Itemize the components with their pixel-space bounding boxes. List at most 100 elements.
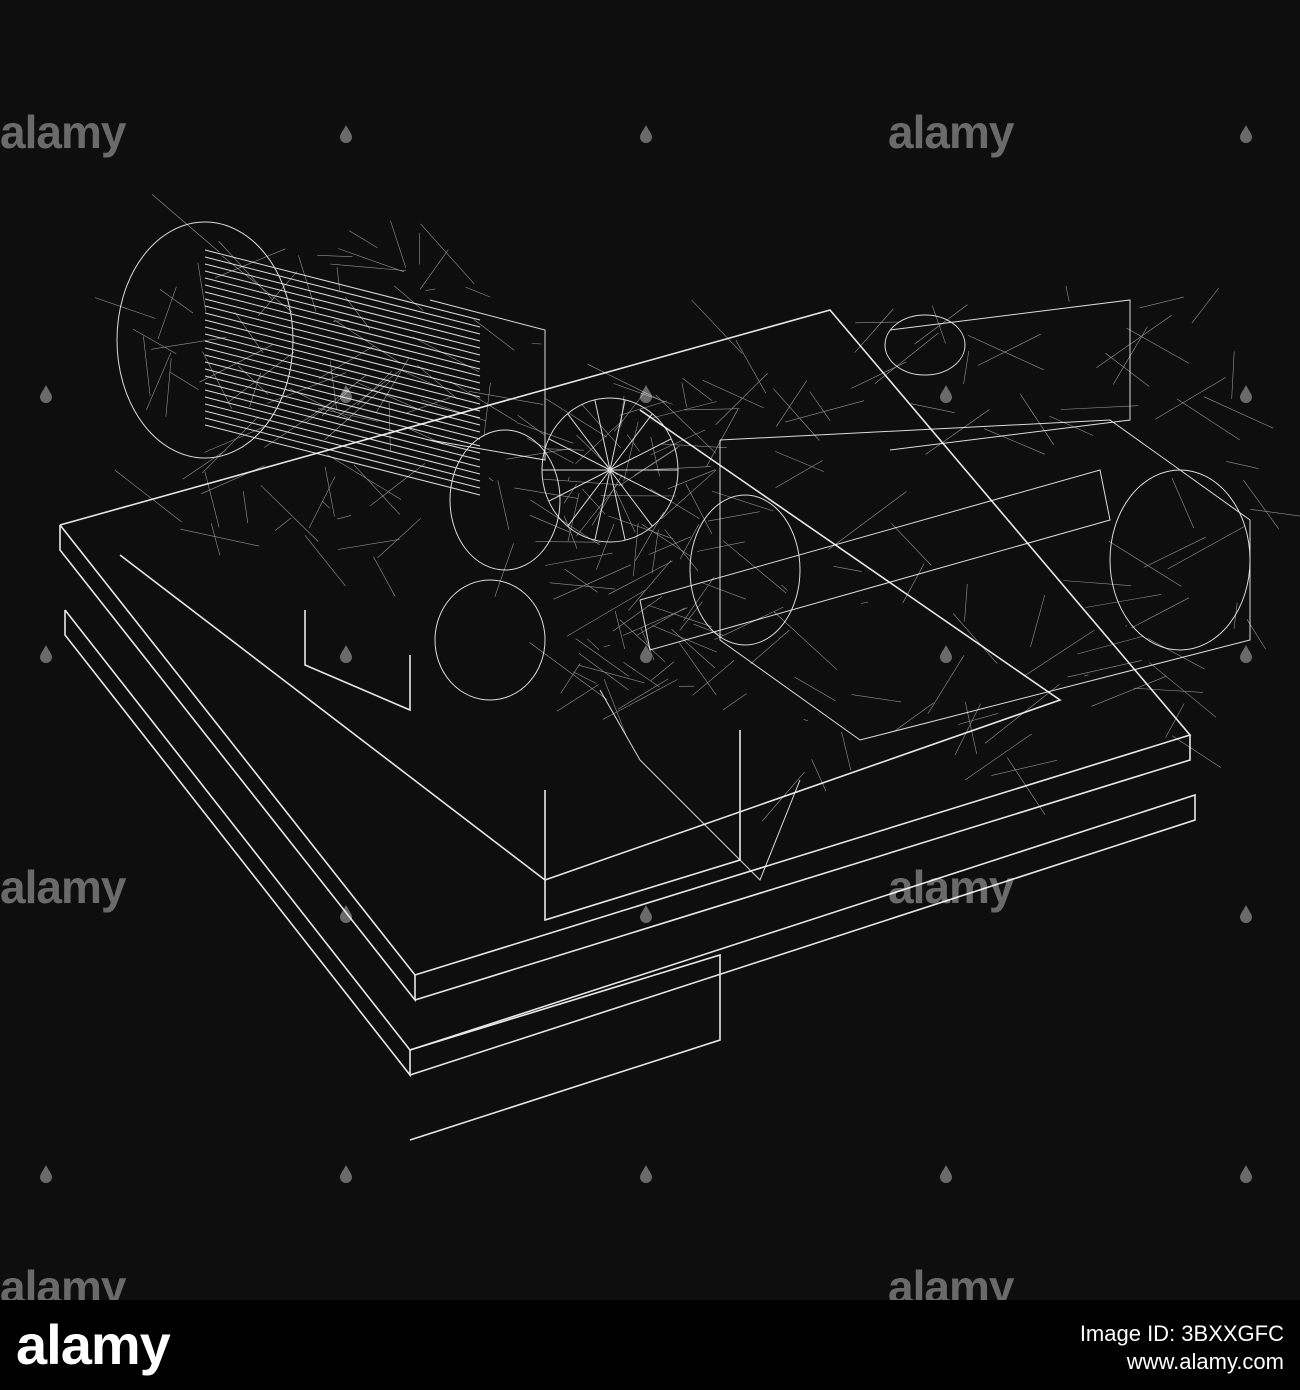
mesh-edge [531,343,542,345]
mesh-edge [356,371,392,406]
motor-cooling-fin [204,389,481,461]
mesh-edge [483,382,491,437]
mesh-edge [318,345,375,379]
mesh-edge [647,604,713,628]
mesh-edge [336,267,340,291]
image-url-text: www.alamy.com [1126,1349,1284,1374]
motor-cooling-fin [204,312,481,384]
mesh-edge [991,759,1058,776]
mesh-edge [527,437,574,464]
mesh-edge [388,402,391,452]
mesh-edge [275,517,292,531]
mesh-edge [1096,315,1172,368]
mesh-edge [685,483,713,535]
mesh-edge [308,476,336,529]
alamy-drop-icon [1240,1165,1252,1183]
mesh-edge [425,288,436,291]
mesh-edge [634,445,680,476]
mesh-edge [197,262,207,312]
alamy-drop-icon [940,1165,952,1183]
mesh-edge [412,336,480,373]
mesh-edge [516,422,574,444]
alamy-drop-icon [40,1165,52,1183]
mesh-edge [210,523,221,556]
mesh-edge [626,434,640,452]
alamy-drop-icon [640,385,652,403]
mesh-edge [679,601,703,631]
lower-box [409,953,721,1141]
mesh-edge [152,194,220,253]
mesh-edge [619,619,666,663]
mesh-edge [984,428,1046,455]
motor-cooling-fin [204,298,481,370]
mesh-edge [348,230,378,248]
mesh-edge [317,255,353,257]
mesh-edge [169,371,199,390]
pump-main-casing [719,419,1251,741]
mesh-edge [651,625,718,653]
mesh-edge [165,358,172,417]
mesh-edge [841,731,852,771]
mesh-edge [977,333,1041,366]
alamy-drop-icon [340,1165,352,1183]
mesh-edge [563,483,577,504]
mesh-edge [640,627,655,661]
mesh-edge [419,249,449,290]
alamy-drop-icon [340,385,352,403]
mesh-edge [696,541,745,552]
pump-body [599,299,1251,881]
mesh-edge [1243,479,1279,530]
mesh-edge [707,511,760,522]
mesh-edge [681,382,687,408]
motor-cooling-fin [204,249,481,321]
mesh-edge [932,305,946,344]
alamy-drop-icon [40,645,52,663]
mesh-edge [596,523,615,570]
mesh-edge [623,662,660,688]
mesh-edge [553,564,632,600]
mesh-edge [377,518,421,559]
mesh-edge [828,491,907,550]
coupling-spoke [609,438,672,471]
alamy-drop-icon [340,645,352,663]
mesh-edge [1108,540,1182,587]
mesh-edge [566,589,646,637]
mesh-edge [661,443,727,448]
alamy-drop-icon [1240,125,1252,143]
mesh-edge [1077,635,1144,655]
mesh-edge [722,693,747,711]
mesh-edge [1171,477,1194,529]
mesh-edge [1019,393,1055,446]
mesh-edge [618,447,678,487]
mesh-edge [201,465,265,495]
mesh-edge [376,358,409,413]
mesh-edge [1131,597,1190,629]
mesh-edge [591,474,623,526]
alamy-drop-icon [640,905,652,923]
mesh-edge [775,460,823,489]
mesh-edge [1246,619,1266,650]
motor-cooling-fin [204,291,481,363]
mesh-edge [775,451,825,472]
mesh-edge [650,436,660,477]
mesh-edge [855,321,898,324]
mesh-edge [1091,675,1167,707]
coupling-spoke [594,399,611,471]
alamy-drop-icon [1240,905,1252,923]
mesh-edge [715,372,768,426]
alamy-drop-icon [940,385,952,403]
mesh-edge [468,391,544,405]
motor-shaft-housing [449,429,561,571]
mesh-edge [529,515,570,533]
coupling-spoke [548,438,611,471]
motor-cooling-fin [204,333,481,405]
pump-top-cap [884,314,966,376]
mesh-edge [575,638,629,677]
mesh-edge [603,644,611,648]
mesh-edge [234,311,264,354]
alamy-drop-icon [640,645,652,663]
mesh-edge [568,476,570,481]
alamy-drop-icon [640,125,652,143]
mesh-edge [809,391,831,421]
mesh-edge [851,361,907,389]
